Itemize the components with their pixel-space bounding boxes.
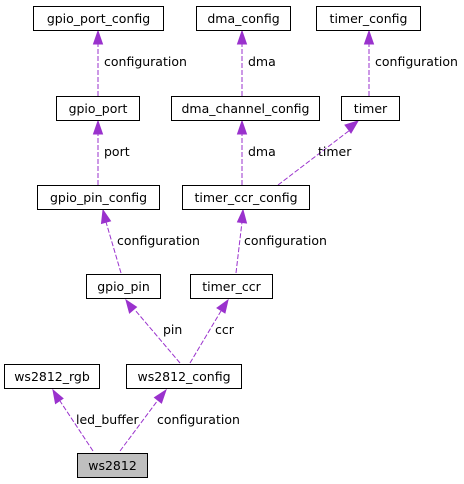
node-box: [77, 453, 148, 478]
node-ws2812-rgb[interactable]: ws2812_rgb: [4, 364, 100, 389]
edge-label: pin: [163, 322, 182, 337]
edge-label: ccr: [215, 322, 235, 337]
edge-gpio-pin-configuration: configuration: [100, 208, 200, 274]
edge-line: [119, 399, 159, 452]
arrowhead-icon: [363, 29, 375, 45]
edge-ws2812-config-ccr: ccr: [189, 298, 235, 364]
edge-gpio-port-configuration: configuration: [92, 29, 187, 96]
node-label: timer_ccr_config: [194, 190, 297, 205]
arrowhead-icon: [92, 119, 104, 135]
node-gpio-pin-config[interactable]: gpio_pin_config: [37, 185, 160, 210]
edge-label: led_buffer: [76, 412, 140, 427]
node-box: [126, 364, 242, 389]
edge-line: [189, 310, 222, 364]
edge-label: configuration: [244, 233, 327, 248]
edge-line: [105, 221, 122, 274]
arrowhead-icon: [125, 298, 138, 314]
node-box: [56, 96, 140, 121]
node-label: ws2812: [88, 458, 137, 473]
arrowhead-icon: [344, 120, 360, 134]
edge-timer-ccr-config-dma: dma: [236, 119, 276, 185]
node-box: [341, 96, 400, 121]
node-label: timer_config: [330, 11, 408, 26]
edge-label: timer: [318, 144, 352, 159]
edge-label: dma: [248, 54, 276, 69]
node-label: timer: [354, 101, 388, 116]
node-box: [33, 6, 164, 31]
node-box: [196, 6, 291, 31]
arrowhead-icon: [100, 208, 112, 225]
node-label: gpio_pin_config: [50, 190, 147, 205]
node-ws2812[interactable]: ws2812: [77, 453, 148, 478]
edge-label: configuration: [375, 54, 458, 69]
edge-label: configuration: [104, 54, 187, 69]
node-box: [86, 274, 161, 299]
node-label: ws2812_rgb: [14, 369, 90, 384]
edge-label: configuration: [157, 412, 240, 427]
edge-ws2812-config-pin: pin: [125, 298, 182, 364]
arrowhead-icon: [236, 119, 248, 135]
edge-label: port: [104, 144, 130, 159]
arrowhead-icon: [216, 298, 229, 314]
node-gpio-port-config[interactable]: gpio_port_config: [33, 6, 164, 31]
node-label: timer_ccr: [202, 279, 261, 294]
node-timer[interactable]: timer: [341, 96, 400, 121]
node-ws2812-config[interactable]: ws2812_config: [126, 364, 242, 389]
edge-label: dma: [248, 144, 276, 159]
edge-ws2812-led-buffer: led_buffer: [52, 388, 140, 452]
node-label: gpio_pin: [97, 279, 150, 294]
node-label: gpio_port: [69, 101, 128, 116]
node-box: [182, 185, 310, 210]
edge-dma-channel-dma: dma: [236, 29, 276, 96]
edge-timer-ccr-config-timer: timer: [277, 120, 360, 186]
nodes: gpio_port_config dma_config timer_config…: [4, 6, 421, 478]
node-box: [171, 96, 320, 121]
node-box: [37, 185, 160, 210]
arrowhead-icon: [92, 29, 104, 45]
arrowhead-icon: [153, 388, 167, 404]
node-label: dma_config: [207, 11, 279, 26]
node-timer-config[interactable]: timer_config: [316, 6, 421, 31]
arrowhead-icon: [236, 208, 248, 224]
edge-line: [134, 309, 181, 364]
node-gpio-pin[interactable]: gpio_pin: [86, 274, 161, 299]
edge-line: [235, 221, 243, 274]
edge-line: [277, 129, 351, 186]
node-label: gpio_port_config: [47, 11, 150, 26]
node-dma-channel-config[interactable]: dma_channel_config: [171, 96, 320, 121]
edge-gpio-pin-config-port: port: [92, 119, 130, 185]
edge-ws2812-configuration: configuration: [119, 388, 240, 452]
node-label: ws2812_config: [137, 369, 230, 384]
edge-line: [59, 400, 94, 452]
edges: configuration dma configuration port dma: [52, 29, 458, 452]
arrowhead-icon: [236, 29, 248, 45]
arrowhead-icon: [52, 388, 64, 405]
node-timer-ccr[interactable]: timer_ccr: [190, 274, 273, 299]
node-box: [190, 274, 273, 299]
node-label: dma_channel_config: [182, 101, 310, 116]
node-gpio-port[interactable]: gpio_port: [56, 96, 140, 121]
node-timer-ccr-config[interactable]: timer_ccr_config: [182, 185, 310, 210]
edge-timer-ccr-configuration: configuration: [235, 208, 327, 274]
edge-label: configuration: [117, 233, 200, 248]
edge-timer-configuration: configuration: [363, 29, 458, 96]
node-dma-config[interactable]: dma_config: [196, 6, 291, 31]
node-box: [4, 364, 100, 389]
node-box: [316, 6, 421, 31]
